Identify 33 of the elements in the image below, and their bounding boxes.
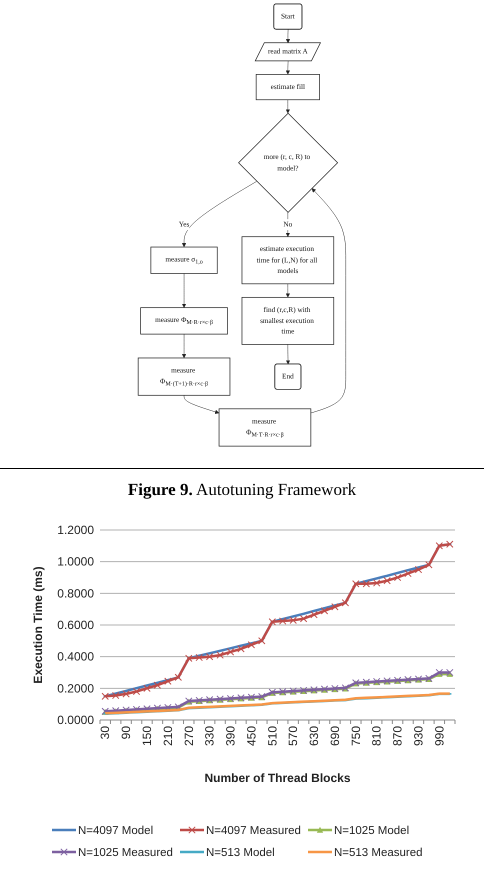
legend-label: N=513 Model bbox=[206, 847, 275, 859]
legend-label: N=4097 Measured bbox=[206, 825, 301, 837]
legend-label: N=4097 Model bbox=[78, 825, 154, 837]
tick-label: 750 bbox=[348, 726, 363, 746]
legend-label: N=1025 Model bbox=[334, 825, 410, 837]
tick-label: 0.2000 bbox=[57, 681, 94, 696]
figure-caption: Figure 9. Autotuning Framework bbox=[128, 480, 356, 499]
tick-label: 0.4000 bbox=[57, 650, 94, 664]
tick-label: 30 bbox=[98, 726, 112, 740]
tick-label: 90 bbox=[119, 726, 134, 740]
tick-label: 0.0000 bbox=[57, 713, 94, 727]
tick-label: 630 bbox=[307, 726, 322, 746]
tick-label: 0.6000 bbox=[57, 618, 94, 632]
tick-label: 990 bbox=[432, 726, 446, 746]
tick-label: 690 bbox=[328, 726, 342, 746]
tick-label: 270 bbox=[182, 726, 196, 746]
tick-label: 150 bbox=[140, 726, 154, 746]
tick-label: 810 bbox=[370, 726, 384, 746]
tick-label: 1.2000 bbox=[57, 523, 94, 537]
tick-label: 390 bbox=[224, 726, 238, 746]
tick-label: 570 bbox=[286, 726, 300, 746]
tick-label: 930 bbox=[411, 726, 426, 746]
legend-label: N=513 Measured bbox=[334, 847, 423, 859]
tick-label: 450 bbox=[244, 726, 258, 746]
legend-label: N=1025 Measured bbox=[78, 847, 173, 859]
tick-label: 210 bbox=[160, 726, 175, 746]
tick-label: 330 bbox=[202, 726, 217, 746]
axis-title: Execution Time (ms) bbox=[31, 566, 45, 684]
tick-label: 0.8000 bbox=[57, 586, 94, 600]
axis-title: Number of Thread Blocks bbox=[204, 771, 351, 785]
tick-label: 510 bbox=[265, 726, 280, 746]
tick-label: 1.0000 bbox=[57, 554, 94, 569]
tick-label: 870 bbox=[390, 726, 405, 746]
